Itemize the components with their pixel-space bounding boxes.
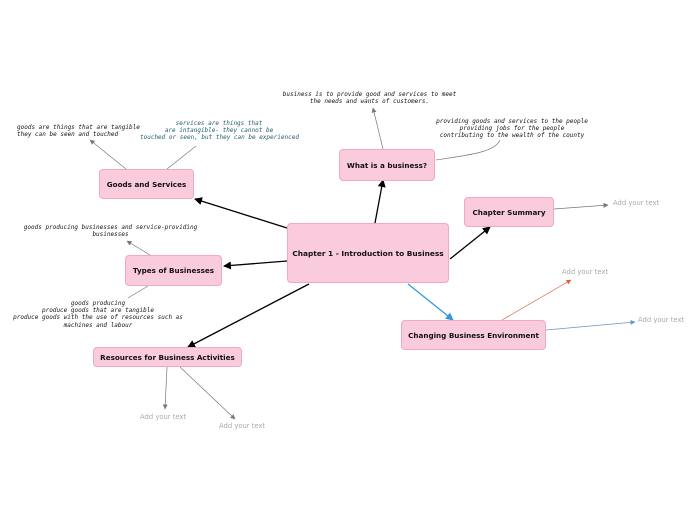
placeholder-env-text-top[interactable]: Add your text: [562, 268, 609, 276]
central-topic[interactable]: Chapter 1 - Introduction to Business: [287, 223, 449, 283]
connector-to-resources: [187, 283, 310, 348]
connector-to-types: [223, 260, 288, 270]
note-business-purpose: business is to provide good and services…: [282, 91, 457, 106]
note-providing-goods: providing goods and services to the peop…: [436, 118, 588, 140]
placeholder-resources-text-1[interactable]: Add your text: [140, 413, 187, 421]
connector-env-text-top: [501, 279, 572, 321]
note-goods-producing: goods producing produce goods that are t…: [13, 300, 183, 329]
connector-services-note: [166, 145, 197, 170]
topic-changing-environment[interactable]: Changing Business Environment: [401, 320, 546, 350]
connector-to-changing-environment: [407, 283, 454, 321]
placeholder-env-text-right[interactable]: Add your text: [638, 316, 685, 324]
placeholder-resources-text-2[interactable]: Add your text: [219, 422, 266, 430]
connector-summary-text: [553, 202, 609, 210]
placeholder-summary-text[interactable]: Add your text: [613, 199, 660, 207]
connector-types-note: [126, 240, 151, 256]
connector-to-what-is-business: [374, 179, 386, 224]
connector-to-chapter-summary: [449, 226, 491, 260]
topic-types-of-businesses[interactable]: Types of Businesses: [125, 255, 222, 286]
connector-resources-text-2: [179, 366, 236, 420]
topic-chapter-summary[interactable]: Chapter Summary: [464, 197, 554, 227]
note-services-definition: services are things that are intangible-…: [140, 120, 299, 142]
note-types-definition: goods producing businesses and service-p…: [23, 224, 198, 239]
topic-resources[interactable]: Resources for Business Activities: [93, 347, 242, 367]
topic-goods-and-services[interactable]: Goods and Services: [99, 169, 194, 199]
connector-goods-note: [89, 139, 127, 170]
topic-what-is-business[interactable]: What is a business?: [339, 149, 435, 181]
connector-env-text-right: [545, 319, 636, 331]
connector-to-goods-services: [194, 197, 288, 229]
connector-business-purpose-note: [371, 107, 384, 150]
connector-providing-goods-note: [435, 139, 501, 161]
note-goods-definition: goods are things that are tangible they …: [17, 124, 140, 139]
connector-resources-text-1: [162, 366, 168, 410]
connector-goods-producing-note: [127, 285, 149, 299]
